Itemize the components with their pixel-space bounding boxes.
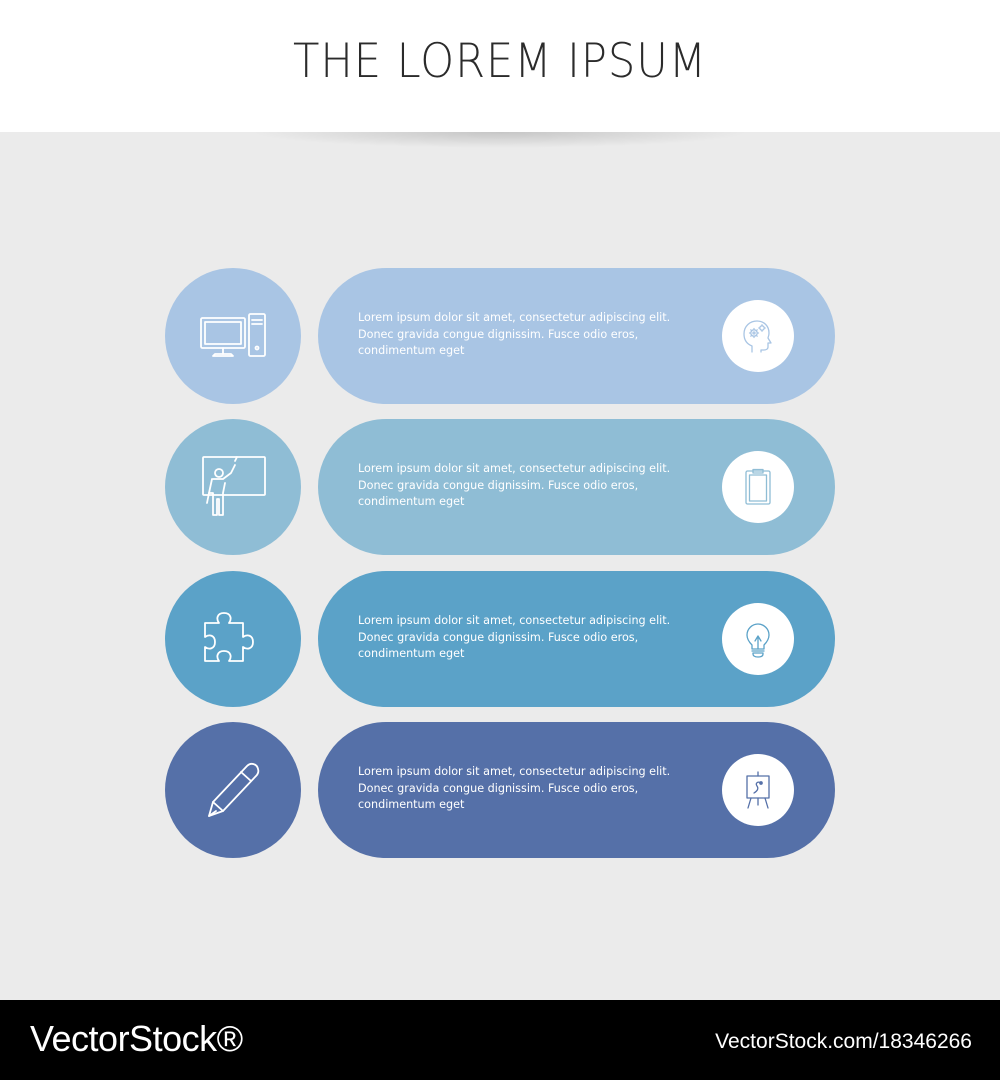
row-bar-4: Lorem ipsum dolor sit amet, consectetur … xyxy=(318,722,835,858)
pen-icon xyxy=(208,762,260,817)
row-3-line-2: Donec gravida congue dignissim. Fusce od… xyxy=(358,630,639,644)
watermark-id: VectorStock.com/18346266 xyxy=(715,1030,972,1053)
row-text-2: Lorem ipsum dolor sit amet, consectetur … xyxy=(358,461,698,511)
puzzle-icon xyxy=(204,612,254,662)
row-bar-1: Lorem ipsum dolor sit amet, consectetur … xyxy=(318,268,835,404)
row-4-line-2: Donec gravida congue dignissim. Fusce od… xyxy=(358,781,639,795)
header: THE LOREM IPSUM xyxy=(0,0,1000,132)
row-bar-3: Lorem ipsum dolor sit amet, consectetur … xyxy=(318,571,835,707)
easel-icon xyxy=(746,771,770,809)
row-3-line-3: condimentum eget xyxy=(358,647,465,660)
row-circle-2 xyxy=(165,419,301,555)
row-circle-4 xyxy=(165,722,301,858)
row-1-line-2: Donec gravida congue dignissim. Fusce od… xyxy=(358,327,639,341)
row-badge-1 xyxy=(722,300,794,372)
header-shadow xyxy=(250,132,750,148)
row-1-line-3: condimentum eget xyxy=(358,344,465,357)
row-badge-4 xyxy=(722,754,794,826)
row-badge-3 xyxy=(722,603,794,675)
head-gears-icon xyxy=(743,320,772,353)
row-2-line-1: Lorem ipsum dolor sit amet, consectetur … xyxy=(358,462,671,475)
info-row-3: Lorem ipsum dolor sit amet, consectetur … xyxy=(165,571,835,707)
row-2-line-2: Donec gravida congue dignissim. Fusce od… xyxy=(358,478,639,492)
row-badge-2 xyxy=(722,451,794,523)
row-circle-3 xyxy=(165,571,301,707)
row-2-line-3: condimentum eget xyxy=(358,495,465,508)
clipboard-icon xyxy=(745,468,771,505)
lightbulb-icon xyxy=(746,623,770,658)
row-text-4: Lorem ipsum dolor sit amet, consectetur … xyxy=(358,764,698,814)
row-circle-1 xyxy=(165,268,301,404)
row-4-line-1: Lorem ipsum dolor sit amet, consectetur … xyxy=(358,765,671,778)
page-title: THE LOREM IPSUM xyxy=(292,34,708,89)
teacher-board-icon xyxy=(202,456,266,516)
computer-icon xyxy=(200,313,266,357)
watermark-brand: VectorStock® xyxy=(30,1018,243,1059)
row-4-line-3: condimentum eget xyxy=(358,798,465,811)
info-row-2: Lorem ipsum dolor sit amet, consectetur … xyxy=(165,419,835,555)
row-3-line-1: Lorem ipsum dolor sit amet, consectetur … xyxy=(358,614,671,627)
row-text-1: Lorem ipsum dolor sit amet, consectetur … xyxy=(358,310,698,360)
row-bar-2: Lorem ipsum dolor sit amet, consectetur … xyxy=(318,419,835,555)
info-row-4: Lorem ipsum dolor sit amet, consectetur … xyxy=(165,722,835,858)
row-1-line-1: Lorem ipsum dolor sit amet, consectetur … xyxy=(358,311,671,324)
row-text-3: Lorem ipsum dolor sit amet, consectetur … xyxy=(358,613,698,663)
info-row-1: Lorem ipsum dolor sit amet, consectetur … xyxy=(165,268,835,404)
watermark-footer: VectorStock® VectorStock.com/18346266 xyxy=(0,1000,1000,1080)
